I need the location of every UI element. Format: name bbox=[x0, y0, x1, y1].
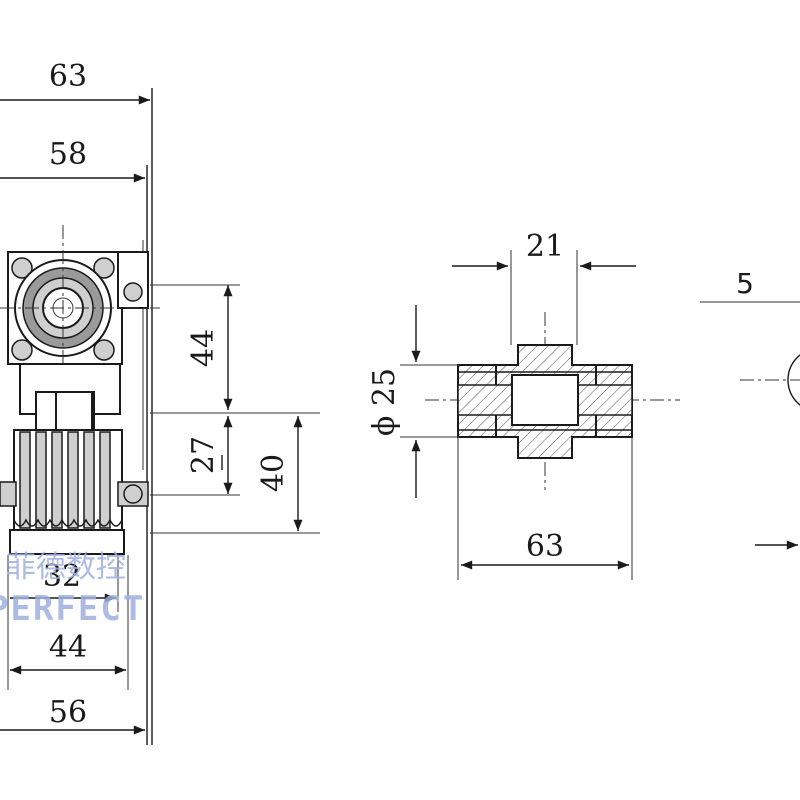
dim-shaft-length: 63 bbox=[526, 529, 564, 564]
dim-base-total-width: 56 bbox=[49, 695, 87, 730]
dim-shaft-diameter: ϕ 25 bbox=[367, 368, 402, 436]
dim-total-length: 63 bbox=[49, 59, 87, 94]
gearbox-front-view: 44 27 40 63 58 32 44 56 bbox=[0, 59, 320, 745]
dim-base-inner-width: 32 bbox=[43, 559, 81, 594]
side-view-partial: 5 bbox=[700, 267, 800, 550]
dim-lower-height: 27 bbox=[186, 436, 221, 474]
dim-shaft-key-width: 21 bbox=[526, 229, 564, 264]
watermark-cn: 菲德数控 bbox=[6, 550, 126, 585]
dim-right-view: 5 bbox=[736, 267, 754, 300]
watermark: 菲德数控 PERFECT bbox=[0, 550, 145, 629]
watermark-en: PERFECT bbox=[0, 589, 145, 629]
shaft-section-view: 21 ϕ 25 63 bbox=[367, 229, 680, 580]
dim-base-width: 44 bbox=[49, 630, 87, 665]
dim-right-height: 40 bbox=[256, 454, 291, 492]
dim-upper-height: 44 bbox=[186, 329, 221, 367]
dim-inner-length: 58 bbox=[49, 137, 87, 172]
